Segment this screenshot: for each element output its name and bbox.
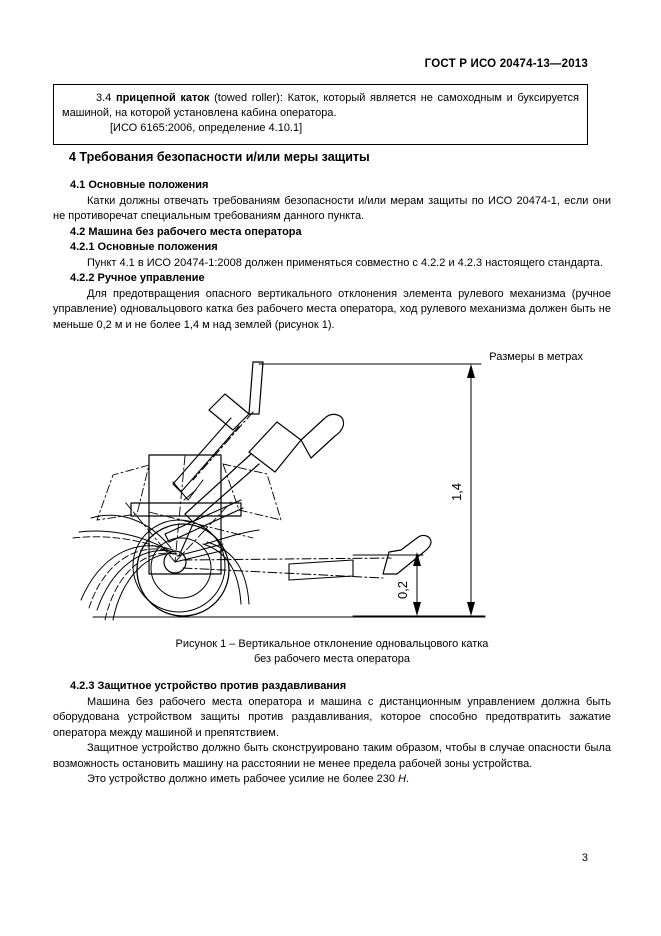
pivot-centre-lines bbox=[124, 455, 254, 563]
force-sentence-end: . bbox=[406, 773, 410, 785]
handle-position-highest bbox=[248, 361, 482, 415]
figure-1-caption: Рисунок 1 – Вертикальное отклонение одно… bbox=[53, 637, 611, 667]
main-content-lower: 4.2.3 Защитное устройство против раздавл… bbox=[53, 679, 611, 788]
handle-position-mid-high bbox=[184, 413, 345, 523]
figure-caption-line-2: без рабочего места оператора bbox=[253, 653, 411, 665]
section-4-2-1-paragraph: Пункт 4.1 в ИСО 20474-1:2008 должен прим… bbox=[87, 256, 603, 269]
arrow-head-up-1-4 bbox=[467, 364, 475, 378]
section-4-heading: 4 Требования безопасности и/или меры защ… bbox=[69, 150, 370, 164]
roller-steering-diagram: 1,4 0,2 bbox=[72, 361, 486, 621]
arrow-head-down-1-4 bbox=[467, 602, 475, 616]
handle-position-lowest bbox=[182, 534, 432, 581]
body-ghost-left bbox=[96, 464, 150, 521]
roller-drum bbox=[132, 519, 230, 617]
definition-box: 3.4 прицепной каток (towed roller): Като… bbox=[53, 84, 588, 145]
machine-body-housing bbox=[148, 454, 222, 575]
document-standard-header: ГОСТ Р ИСО 20474-13—2013 bbox=[424, 58, 588, 70]
handle-upper-shaft-outline bbox=[172, 417, 240, 493]
handle-sweep-arcs bbox=[78, 514, 178, 621]
main-content: 4 Требования безопасности и/или меры защ… bbox=[53, 150, 611, 363]
dimension-label-0-2: 0,2 bbox=[395, 581, 410, 599]
handle-sweep-arcs-dashed bbox=[72, 536, 176, 621]
figure-caption-line-1: Рисунок 1 – Вертикальное отклонение одно… bbox=[175, 638, 489, 650]
section-4-2-1-heading: 4.2.1 Основные положения bbox=[70, 241, 218, 253]
hub-spoke bbox=[174, 523, 226, 563]
dimension-line-1-4 bbox=[467, 364, 475, 616]
section-4-2-2-paragraph: Для предотвращения опасного вертикальног… bbox=[53, 287, 611, 331]
section-4-2-2-heading: 4.2.2 Ручное управление bbox=[70, 272, 205, 284]
definition-term-english: (towed roller): bbox=[214, 92, 283, 104]
section-4-2-3-paragraph-2: Защитное устройство должно быть сконстру… bbox=[53, 742, 611, 770]
handle-position-mid bbox=[164, 499, 244, 543]
page-number: 3 bbox=[581, 852, 588, 864]
arrow-head-up-0-2 bbox=[413, 552, 421, 566]
section-4-2-3-heading: 4.2.3 Защитное устройство против раздавл… bbox=[70, 680, 347, 692]
dimension-line-0-2 bbox=[352, 552, 486, 617]
handle-upper-arm bbox=[208, 393, 250, 431]
pivot-vee-lines bbox=[172, 479, 204, 501]
definition-body: Каток, который является не самоходным и … bbox=[62, 92, 579, 119]
section-4-1-heading: 4.1 Основные положения bbox=[70, 179, 209, 191]
mounting-plate bbox=[130, 502, 242, 517]
definition-source-reference: [ИСО 6165:2006, определение 4.10.1] bbox=[110, 122, 303, 134]
definition-text: 3.4 прицепной каток (towed roller): Като… bbox=[62, 91, 579, 121]
dimension-label-1-4: 1,4 bbox=[449, 483, 464, 501]
body-ghost-right bbox=[222, 463, 282, 521]
arrow-head-down-0-2 bbox=[413, 602, 421, 616]
section-4-2-3-paragraph-1: Машина без рабочего места оператора и ма… bbox=[53, 695, 611, 739]
figure-1-drawing: 1,4 0,2 bbox=[53, 352, 611, 637]
figure-units-note: Размеры в метрах bbox=[489, 351, 583, 363]
force-unit-symbol: Н bbox=[398, 773, 407, 785]
section-4-2-heading: 4.2 Машина без рабочего места оператора bbox=[70, 225, 302, 238]
section-4-2-3-paragraph-3: Это устройство должно иметь рабочее усил… bbox=[53, 772, 611, 788]
definition-term: прицепной каток bbox=[115, 92, 210, 104]
section-4-1-paragraph: Катки должны отвечать требованиям безопа… bbox=[53, 194, 611, 223]
definition-clause-number: 3.4 bbox=[96, 92, 112, 104]
force-requirement-text: Это устройство должно иметь рабочее усил… bbox=[87, 773, 399, 785]
handle-upper-arm-shaft bbox=[192, 411, 254, 481]
